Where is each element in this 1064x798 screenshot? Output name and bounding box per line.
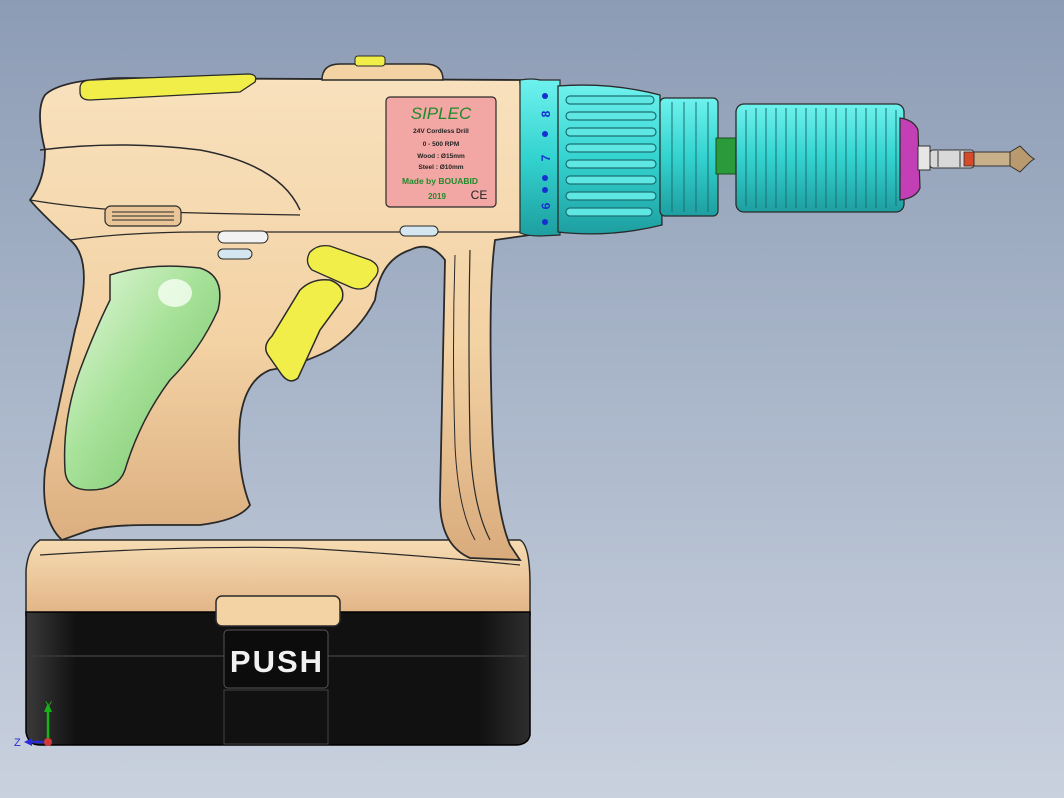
nameplate-line2: 0 - 500 RPM: [423, 141, 460, 148]
battery-push-text: PUSH: [230, 644, 324, 679]
battery-pack[interactable]: PUSH: [25, 539, 531, 746]
triad-origin: [44, 738, 52, 746]
y-axis-label: Y: [45, 700, 53, 712]
battery-release-button[interactable]: PUSH: [215, 595, 341, 745]
direction-switch[interactable]: [306, 244, 379, 290]
screwdriver-bit: [917, 145, 1036, 173]
torque-number-7: 7: [539, 154, 553, 161]
z-axis-arrow: [24, 738, 32, 746]
nameplate-line3: Wood : Ø15mm: [417, 153, 465, 160]
bit-collar: [899, 117, 921, 201]
air-vent: [104, 205, 182, 227]
torque-number-8: 8: [539, 110, 553, 117]
nameplate-line1: 24V Cordless Drill: [413, 128, 469, 135]
ce-mark: CE: [471, 188, 488, 202]
torque-number-6: 6: [539, 202, 553, 209]
coordinate-triad: Y Z: [14, 700, 53, 749]
clutch-collar[interactable]: [557, 84, 719, 235]
mode-slider[interactable]: [79, 73, 257, 101]
nameplate-brand: SIPLEC: [411, 104, 472, 123]
z-axis-label: Z: [14, 737, 21, 749]
torque-ring[interactable]: 8 7 6: [519, 78, 561, 237]
nameplate-line4: Steel : Ø10mm: [418, 164, 463, 171]
rubber-grip: [63, 265, 221, 491]
nameplate-year: 2019: [428, 192, 446, 201]
keyless-chuck[interactable]: [735, 103, 905, 213]
y-axis-arrow: [44, 703, 52, 712]
trigger[interactable]: [265, 278, 344, 382]
nameplate: SIPLEC 24V Cordless Drill 0 - 500 RPM Wo…: [385, 96, 497, 208]
nameplate-maker: Made by BOUABID: [402, 176, 478, 186]
